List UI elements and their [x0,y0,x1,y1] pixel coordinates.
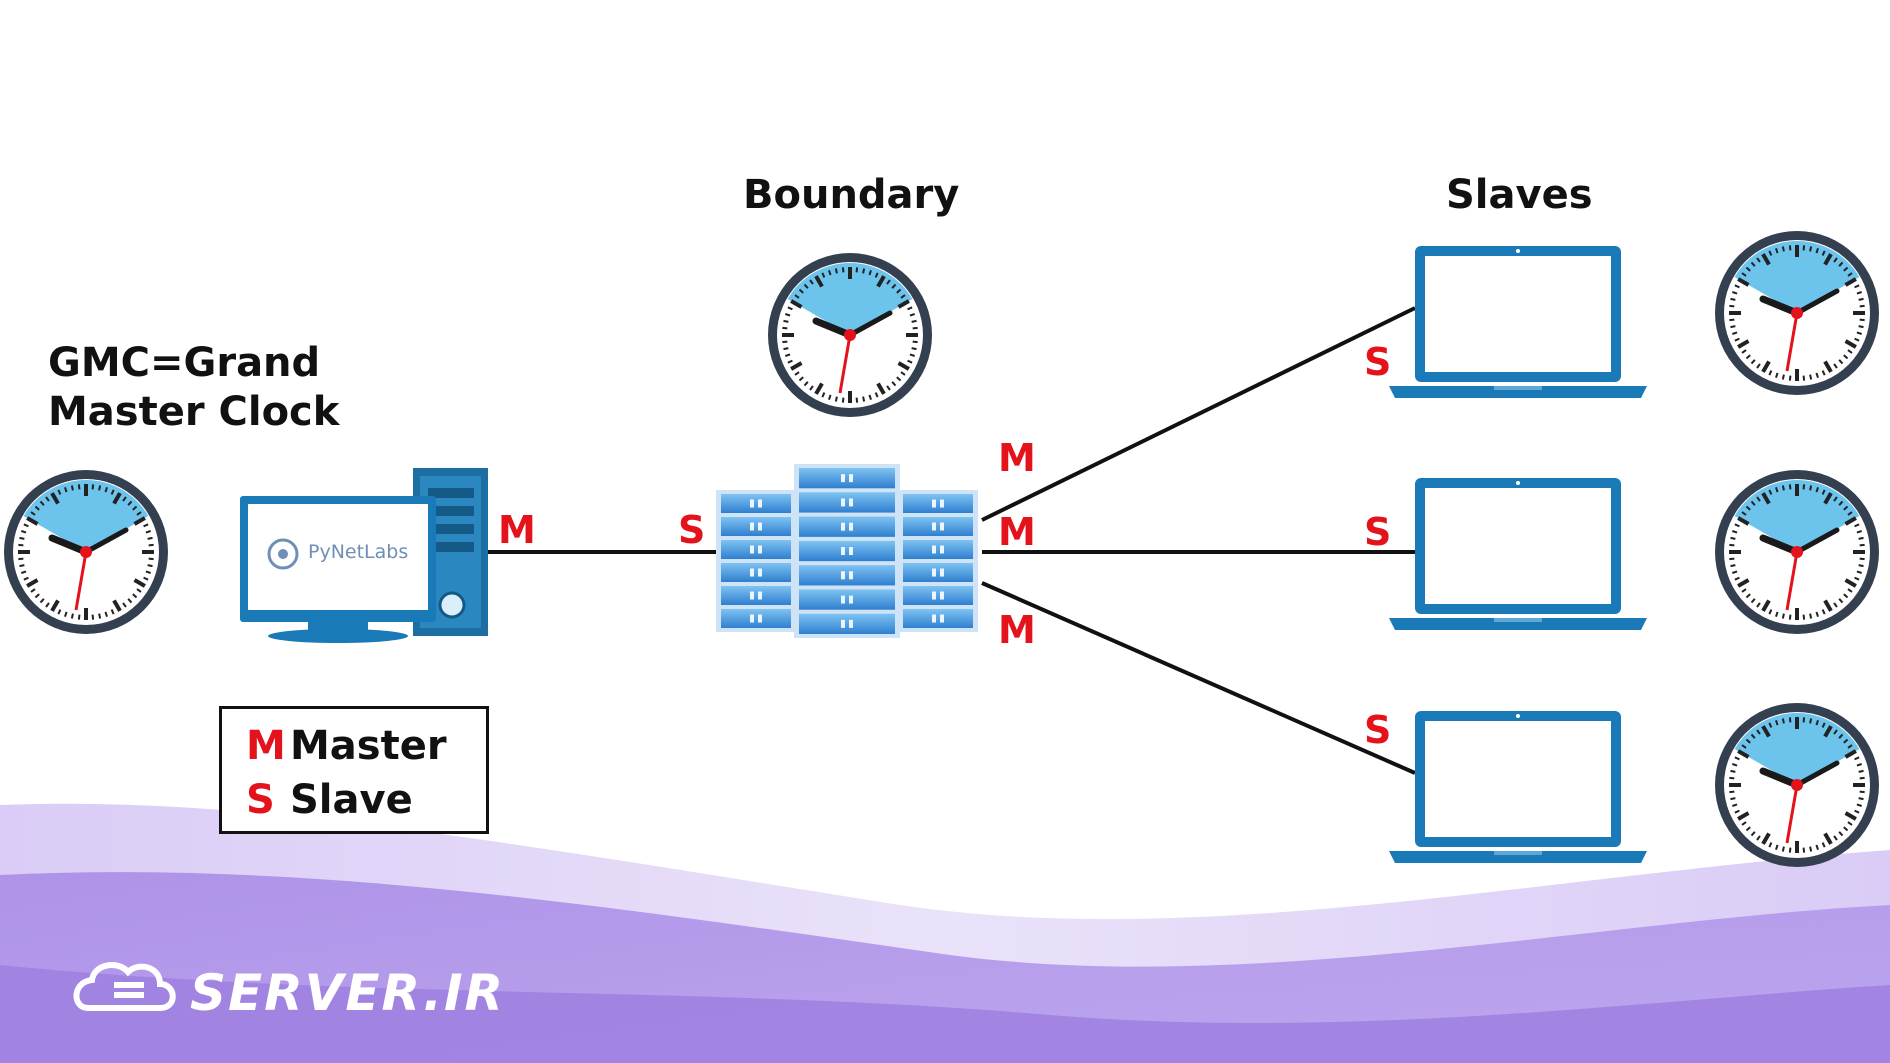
watermark-text: SERVER.IR [190,964,506,1022]
legend-master-label: Master [290,723,447,769]
analog-clock-icon [768,253,932,417]
analog-clock-icon [4,470,168,634]
legend-slave-key: S [246,777,275,823]
legend-row-slave: S Slave [246,777,413,823]
role-label-boundary-in: S [678,508,706,552]
analog-clock-icon [1715,231,1879,395]
background-wave [0,803,1890,1063]
legend-slave-label: Slave [290,777,413,823]
boundary-heading: Boundary [743,172,960,218]
cloud-server-logo-icon [73,962,176,1011]
gmc-heading-line2: Master Clock [48,389,340,435]
pc-logo-text: PyNetLabs [308,541,409,563]
role-label-slave-bottom: S [1364,708,1392,752]
role-label-boundary-out-bottom: M [998,608,1036,652]
link-boundary-slave-top [981,306,1416,522]
desktop-computer-icon [240,468,488,643]
connection-lines [488,306,1416,775]
slaves-heading: Slaves [1446,172,1593,218]
analog-clock-icon [1715,470,1879,634]
laptop-icon [1389,478,1647,630]
role-label-slave-top: S [1364,340,1392,384]
analog-clock-icon [1715,703,1879,867]
server-rack-icon [716,464,978,638]
watermark-brand: SERVER.IR [186,964,505,1022]
laptop-icon [1389,246,1647,398]
role-label-boundary-out-middle: M [998,510,1036,554]
role-label-slave-middle: S [1364,510,1392,554]
laptop-icon [1389,711,1647,863]
link-boundary-slave-bottom [981,581,1416,775]
gmc-heading-line1: GMC=Grand [48,340,321,386]
role-label-gmc-port: M [498,508,536,552]
role-label-boundary-out-top: M [998,436,1036,480]
legend-master-key: M [246,723,286,769]
